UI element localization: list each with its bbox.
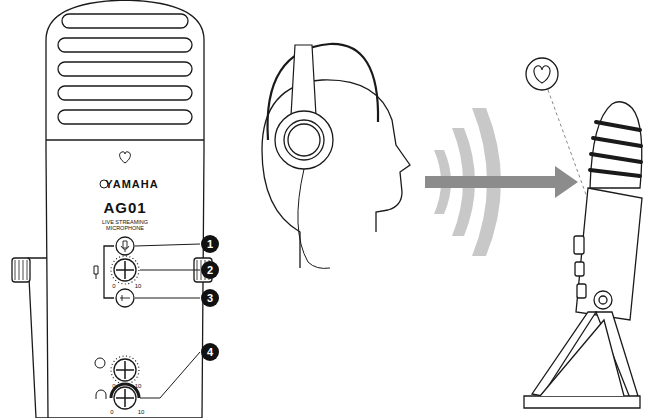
- headphone-knob: [114, 387, 136, 409]
- polar-icon: [120, 152, 131, 163]
- earcup: [275, 111, 333, 169]
- scale-number: 10: [135, 283, 142, 289]
- gain-knob: [114, 259, 136, 281]
- scale-number: 0: [112, 383, 115, 389]
- icon-circle: [526, 58, 558, 90]
- mute-button: [116, 237, 134, 255]
- callout-number: 1: [207, 239, 213, 250]
- grille: [46, 14, 204, 140]
- callout-number: 4: [207, 347, 213, 358]
- brand-logo: YAMAHA: [105, 179, 158, 190]
- headphone-symbol: [96, 390, 106, 399]
- callout-number: 2: [207, 265, 213, 276]
- on-button: [116, 289, 134, 307]
- microphone-body: [46, 0, 204, 418]
- callout-circle: [201, 235, 219, 361]
- scale-number: 10: [138, 409, 145, 415]
- scale-number: 0: [110, 409, 113, 415]
- scale-number: 10: [135, 383, 142, 389]
- model-name: AG01: [103, 200, 146, 215]
- thumbscrew: [12, 258, 212, 282]
- scale-number: 0: [112, 283, 115, 289]
- head: [262, 80, 410, 268]
- cable: [298, 169, 330, 268]
- music-symbol: [95, 358, 105, 368]
- leader-line: [135, 244, 200, 398]
- direction-arrow: [425, 166, 578, 198]
- mix-knob: [114, 359, 136, 381]
- callout-number: 3: [207, 293, 213, 304]
- dashed-leader: [548, 90, 588, 200]
- side-microphone: [574, 102, 642, 320]
- side-stand: [524, 312, 640, 408]
- product-subtitle: LIVE STREAMING MICROPHONE: [95, 219, 155, 232]
- mic-symbol: [94, 266, 98, 279]
- bracket: [104, 246, 114, 298]
